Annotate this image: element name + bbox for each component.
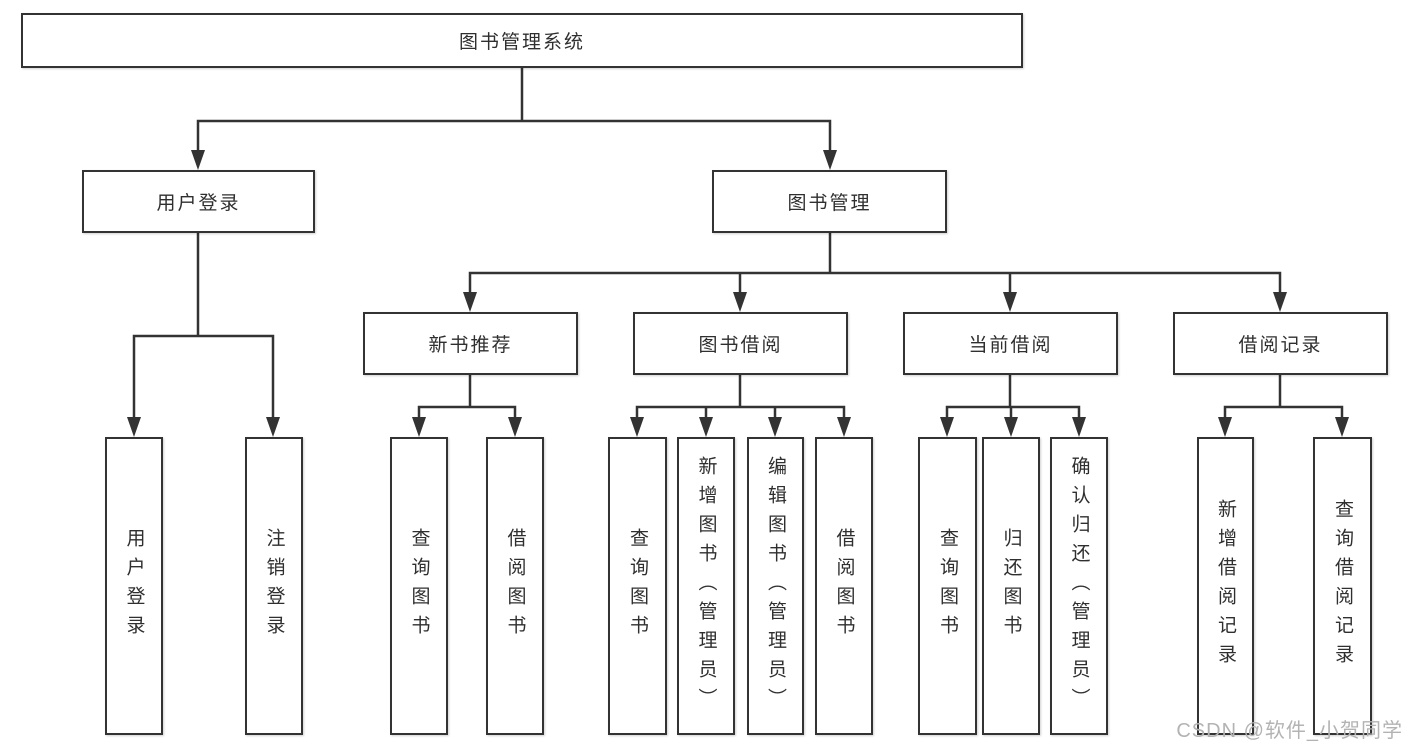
node-current-borrow: 当前借阅 [903,312,1118,375]
leaf-add-book-admin: 新增图书（管理员） [677,437,735,735]
leaf-query-book-borrow: 查询图书 [608,437,667,735]
leaf-add-borrow-record: 新增借阅记录 [1197,437,1254,735]
node-new-book-recommend: 新书推荐 [363,312,578,375]
node-user-login: 用户登录 [82,170,315,233]
leaf-query-book-current: 查询图书 [918,437,977,735]
node-root: 图书管理系统 [21,13,1023,68]
connector-user-login-branch [127,233,280,437]
node-borrow-records: 借阅记录 [1173,312,1388,375]
leaf-logout: 注销登录 [245,437,303,735]
leaf-confirm-return-admin: 确认归还（管理员） [1050,437,1108,735]
leaf-user-login: 用户登录 [105,437,163,735]
connector-borrow-records-branch [1218,375,1349,437]
node-book-borrow: 图书借阅 [633,312,848,375]
leaf-query-borrow-record: 查询借阅记录 [1313,437,1372,735]
leaf-return-book: 归还图书 [982,437,1040,735]
connector-current-borrow-branch [940,375,1086,437]
leaf-borrow-book-recommend: 借阅图书 [486,437,544,735]
connector-root-to-level2 [191,68,837,170]
connector-new-book-branch [412,375,522,437]
connector-book-borrow-branch [630,375,851,437]
leaf-edit-book-admin: 编辑图书（管理员） [747,437,804,735]
leaf-query-book-recommend: 查询图书 [390,437,448,735]
leaf-borrow-book-borrow: 借阅图书 [815,437,873,735]
connector-book-management-branch [463,233,1287,312]
node-book-management: 图书管理 [712,170,947,233]
csdn-watermark: CSDN @软件_小贺同学 [1176,720,1403,742]
